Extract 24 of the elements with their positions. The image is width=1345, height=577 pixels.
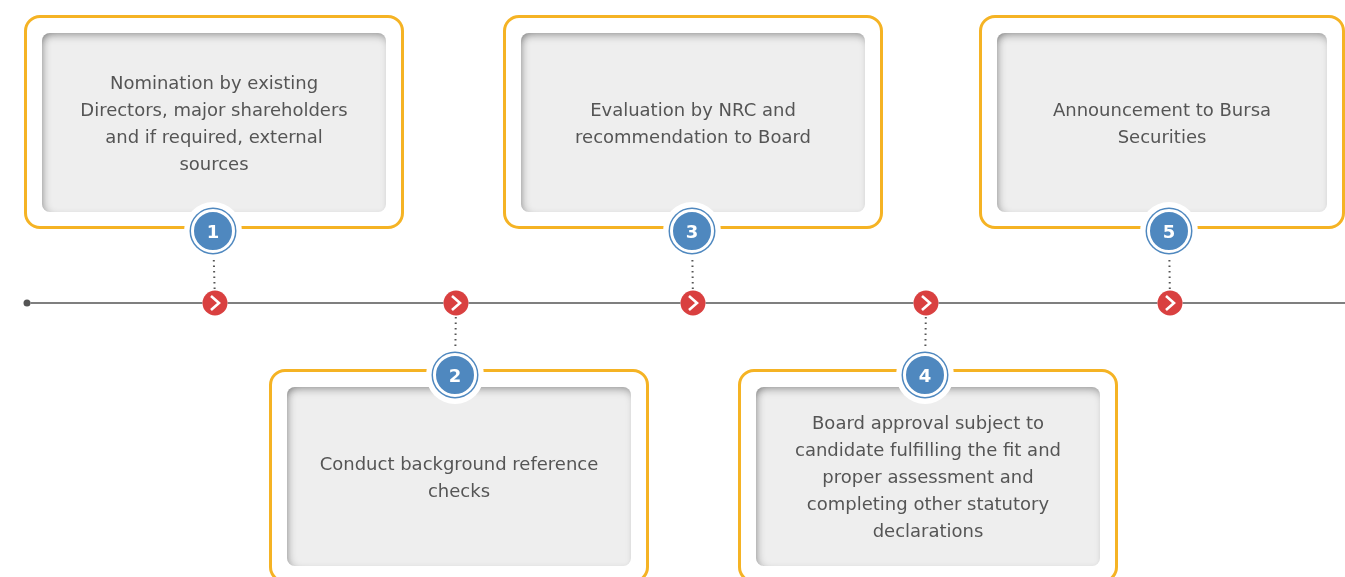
timeline-line bbox=[1181, 302, 1345, 304]
step-text: Evaluation by NRC and recommendation to Board bbox=[574, 97, 812, 149]
dotted-connector bbox=[691, 259, 694, 292]
step-text: Nomination by existing Directors, major shareholders and if required, external sources bbox=[79, 70, 349, 176]
step-text: Board approval subject to candidate fulfilling the fit and proper assessment and completing other statutory declarations bbox=[794, 411, 1062, 543]
step-card bbox=[738, 369, 1118, 577]
chevron-marker-icon bbox=[443, 290, 469, 316]
chevron-marker-icon bbox=[680, 290, 706, 316]
dotted-connector bbox=[924, 314, 927, 347]
timeline-line bbox=[29, 302, 204, 304]
timeline-line bbox=[937, 302, 1159, 304]
chevron-marker-icon bbox=[202, 290, 228, 316]
chevron-marker-icon bbox=[1157, 290, 1183, 316]
timeline-line bbox=[704, 302, 915, 304]
step-text: Conduct background reference checks bbox=[318, 451, 600, 503]
dotted-connector bbox=[212, 259, 216, 292]
timeline-line bbox=[226, 302, 445, 304]
dotted-connector bbox=[1168, 259, 1171, 292]
step-text: Announcement to Bursa Securities bbox=[1051, 97, 1273, 149]
timeline-start-dot bbox=[23, 299, 31, 307]
chevron-marker-icon bbox=[913, 290, 939, 316]
timeline-line bbox=[467, 302, 682, 304]
step-card bbox=[269, 369, 649, 577]
dotted-connector bbox=[454, 314, 457, 347]
